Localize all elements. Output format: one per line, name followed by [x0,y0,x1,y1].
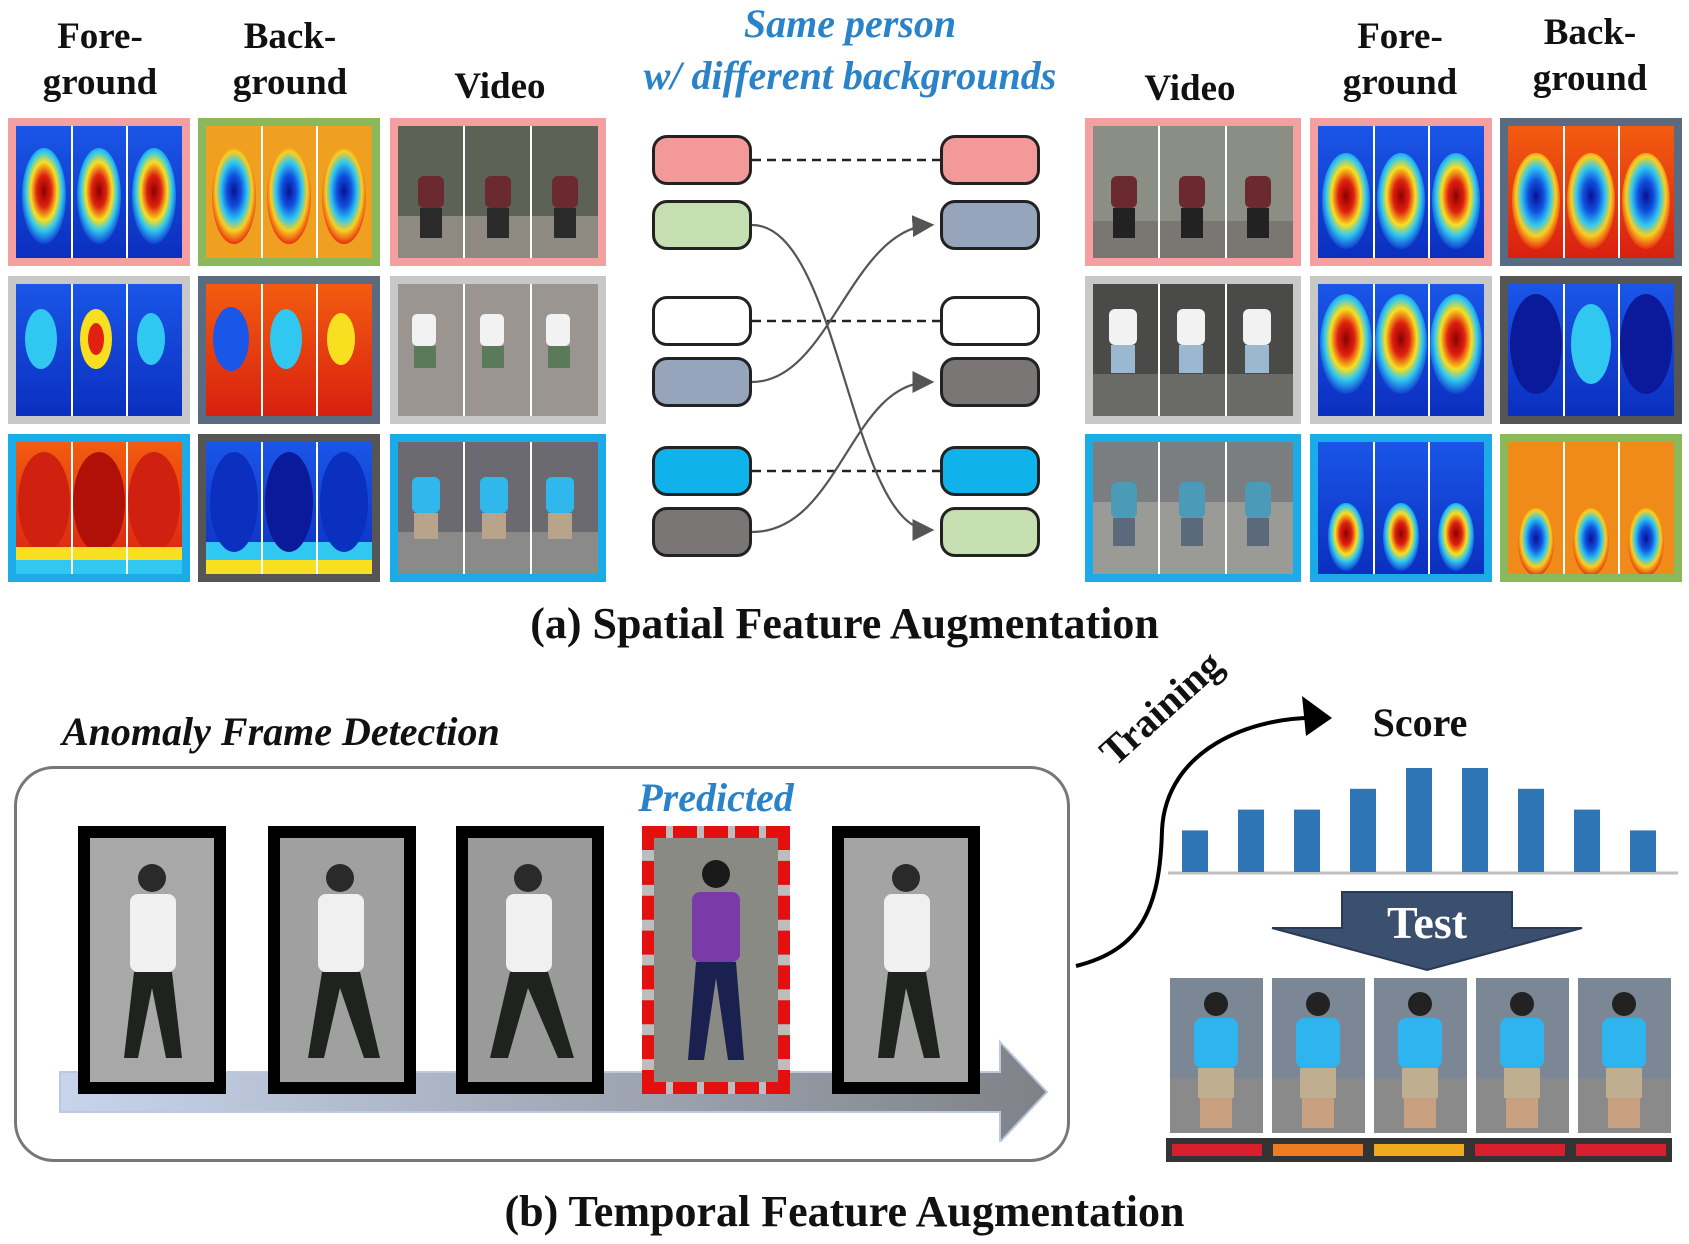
test-label: Test [1386,897,1468,948]
pill-right-1 [940,135,1040,185]
test-frame-4 [1476,978,1569,1133]
center-title-line1: Same person [743,1,957,46]
pill-right-4 [940,357,1040,407]
pill-left-6 [652,507,752,557]
score-bar-8 [1574,809,1600,872]
heatmap-left-bg-1 [198,118,380,266]
anomaly-panel [14,766,1070,1162]
heatmap-left-bg-2 [198,276,380,424]
video-right-3 [1085,434,1301,582]
label-left-video: Video [454,66,546,107]
test-score-bar-5 [1576,1144,1666,1156]
label-left-foreground: Fore- ground [42,16,158,103]
score-bar-2 [1238,809,1264,872]
anomaly-frame-1 [78,826,226,1094]
score-bar-9 [1630,830,1656,872]
heatmap-left-fg-3 [8,434,190,582]
video-right-2 [1085,276,1301,424]
pill-left-5 [652,446,752,496]
score-bar-1 [1182,830,1208,872]
anomaly-frame-5 [832,826,980,1094]
heatmap-right-bg-2 [1500,276,1682,424]
heatmap-right-fg-2 [1310,276,1492,424]
predicted-label: Predicted [638,775,794,820]
test-frame-2 [1272,978,1365,1133]
caption-temporal: (b) Temporal Feature Augmentation [504,1187,1185,1236]
pill-left-3 [652,296,752,346]
caption-spatial: (a) Spatial Feature Augmentation [530,599,1159,648]
pill-right-5 [940,446,1040,496]
score-bar-chart [1168,768,1678,875]
pill-left-2 [652,200,752,250]
label-right-video: Video [1144,68,1236,109]
score-bar-3 [1294,809,1320,872]
score-label: Score [1372,700,1468,745]
pill-left-4 [652,357,752,407]
anomaly-title: Anomaly Frame Detection [62,709,500,754]
video-left-1 [390,118,606,266]
heatmap-right-bg-3 [1500,434,1682,582]
heatmap-left-fg-1 [8,118,190,266]
video-left-2 [390,276,606,424]
score-bar-6 [1462,768,1488,872]
test-score-bar-2 [1273,1144,1363,1156]
test-arrow [1271,891,1583,972]
pill-right-2 [940,200,1040,250]
pill-right-6 [940,507,1040,557]
heatmap-left-fg-2 [8,276,190,424]
video-left-3 [390,434,606,582]
anomaly-frame-3 [456,826,604,1094]
heatmap-right-fg-3 [1310,434,1492,582]
anomaly-frame-2 [268,826,416,1094]
heatmap-left-bg-3 [198,434,380,582]
label-left-background: Back- ground [232,16,348,103]
label-right-background: Back- ground [1532,12,1648,99]
test-frame-3 [1374,978,1467,1133]
training-arrow [1075,696,1332,968]
heatmap-right-bg-1 [1500,118,1682,266]
label-right-foreground: Fore- ground [1342,16,1458,103]
pill-left-1 [652,135,752,185]
heatmap-right-fg-1 [1310,118,1492,266]
test-score-bar-3 [1374,1144,1464,1156]
pill-right-3 [940,296,1040,346]
center-title-line2: w/ different backgrounds [643,53,1057,98]
anomaly-frame-predicted [642,826,790,1094]
pill-connectors [751,158,940,541]
video-right-1 [1085,118,1301,266]
test-frame-1 [1170,978,1263,1133]
test-frame-5 [1578,978,1671,1133]
score-bar-7 [1518,788,1544,872]
test-score-bar-4 [1475,1144,1565,1156]
score-bar-4 [1350,788,1376,872]
test-score-bar-1 [1172,1144,1262,1156]
score-bar-5 [1406,768,1432,872]
